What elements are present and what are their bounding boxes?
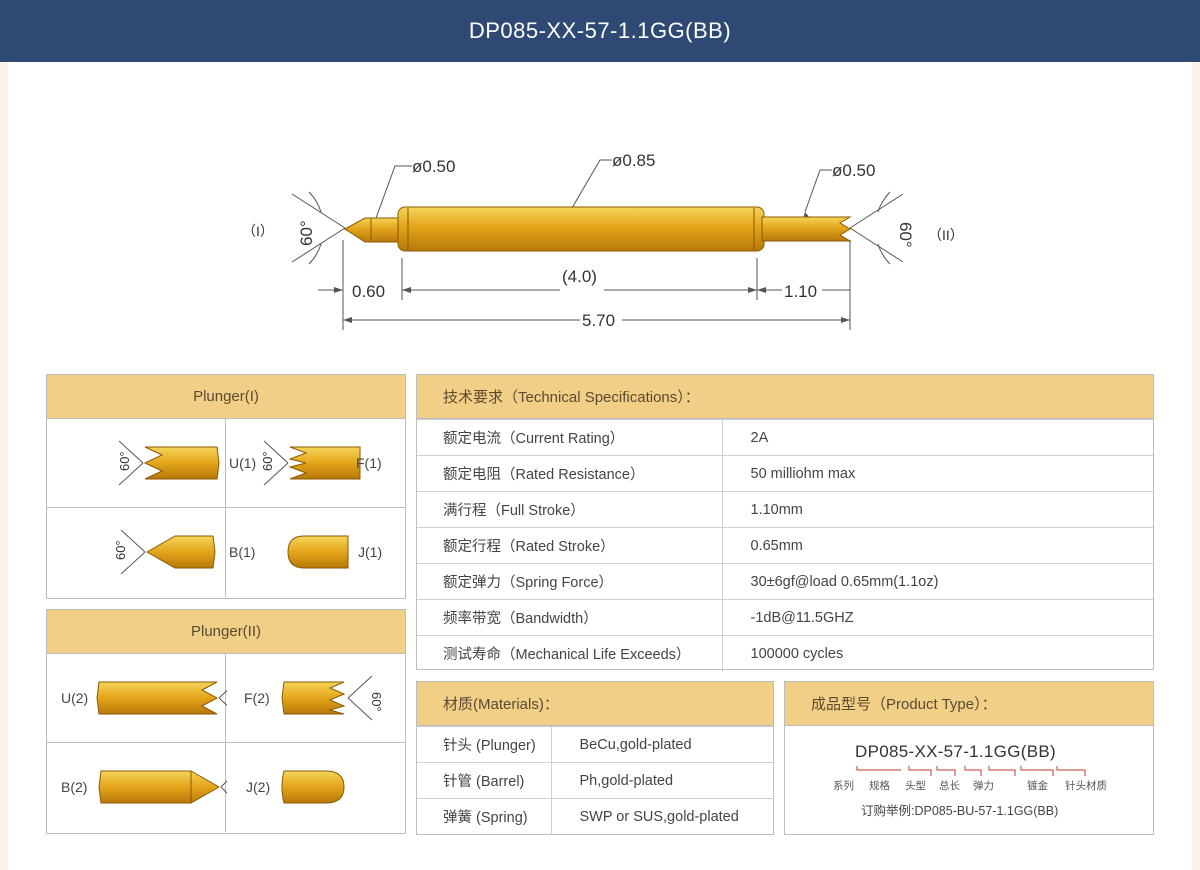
material-row: 针头 (Plunger)BeCu,gold-plated — [417, 726, 773, 763]
material-row-key: 弹簧 (Spring) — [417, 798, 552, 835]
plunger1-panel: Plunger(I) 60° U(1) 60° F(1) 60 — [46, 374, 406, 599]
plunger2-j-label: J(2) — [246, 779, 271, 795]
plunger2-grid: U(2) 60° F(2) 60° B(2) 60° — [47, 654, 405, 832]
plunger2-u-label: U(2) — [61, 690, 89, 706]
f-tip-shape: 60° — [260, 440, 361, 486]
spec-row-key: 满行程（Full Stroke） — [417, 491, 723, 528]
label-length: 总长 — [939, 780, 960, 792]
b-tip-shape: 60° — [113, 529, 216, 575]
end-right-label: （II） — [928, 227, 964, 243]
spec-row-key: 测试寿命（Mechanical Life Exceeds） — [417, 635, 723, 672]
spec-row-value: -1dB@11.5GHZ — [722, 599, 1153, 636]
svg-text:60°: 60° — [369, 692, 384, 712]
material-row-key: 针头 (Plunger) — [417, 726, 552, 763]
spec-row: 频率带宽（Bandwidth）-1dB@11.5GHZ — [417, 599, 1153, 636]
label-plating: 镀金 — [1027, 780, 1048, 792]
material-row-value: BeCu,gold-plated — [551, 726, 773, 763]
j-tip-shape — [287, 535, 349, 569]
specs-panel: 技术要求（Technical Specifications）： 额定电流（Cur… — [416, 374, 1154, 672]
plunger1-u: 60° U(1) — [47, 419, 256, 508]
body-length: (4.0) — [562, 267, 597, 286]
spec-row: 额定行程（Rated Stroke）0.65mm — [417, 527, 1153, 564]
j2-tip-shape — [281, 770, 345, 804]
spec-row: 测试寿命（Mechanical Life Exceeds）100000 cycl… — [417, 635, 1153, 672]
plunger1-u-label: U(1) — [229, 455, 257, 471]
materials-panel: 材质(Materials)： 针头 (Plunger)BeCu,gold-pla… — [416, 681, 774, 835]
spec-row-value: 1.10mm — [722, 491, 1153, 528]
plunger2-b: B(2) 60° — [47, 743, 227, 832]
plunger2-b-label: B(2) — [61, 779, 88, 795]
material-row-key: 针管 (Barrel) — [417, 762, 552, 799]
plunger2-f: F(2) 60° — [226, 654, 405, 743]
tip2-length: 1.10 — [784, 282, 817, 301]
label-series: 系列 — [833, 780, 854, 792]
spec-row-key: 额定行程（Rated Stroke） — [417, 527, 723, 564]
spec-row-value: 2A — [722, 419, 1153, 456]
spec-row-key: 额定电阻（Rated Resistance） — [417, 455, 723, 492]
f2-tip-shape: 60° — [281, 675, 384, 721]
plunger1-title: Plunger(I) — [47, 375, 405, 419]
spec-row-value: 100000 cycles — [722, 635, 1153, 672]
tip1-length: 0.60 — [352, 282, 385, 301]
plunger1-f: 60° F(1) — [226, 419, 405, 508]
tip2-diameter: ø0.50 — [832, 161, 875, 180]
spec-row: 满行程（Full Stroke）1.10mm — [417, 491, 1153, 528]
spec-row-key: 额定电流（Current Rating） — [417, 419, 723, 456]
angle-right: 60° — [896, 222, 915, 248]
label-head: 头型 — [905, 780, 926, 792]
label-force: 弹力 — [973, 780, 994, 792]
material-row: 弹簧 (Spring)SWP or SUS,gold-plated — [417, 798, 773, 835]
u-tip-shape: 60° — [117, 440, 220, 486]
tip1-diameter: ø0.50 — [412, 157, 455, 176]
spec-row-key: 频率带宽（Bandwidth） — [417, 599, 723, 636]
spec-row-value: 0.65mm — [722, 527, 1153, 564]
spec-row: 额定电阻（Rated Resistance）50 milliohm max — [417, 455, 1153, 492]
product-code: DP085-XX-57-1.1GG(BB) — [855, 742, 1056, 761]
plunger1-j-label: J(1) — [358, 544, 383, 560]
specs-title: 技术要求（Technical Specifications）： — [417, 375, 1153, 419]
label-tip-material: 针头材质 — [1065, 780, 1107, 792]
product-title: 成品型号（Product Type）： — [785, 682, 1153, 726]
svg-text:60°: 60° — [113, 540, 128, 560]
angle-left: 60° — [297, 220, 316, 246]
material-row-value: Ph,gold-plated — [551, 762, 773, 799]
plunger2-u: U(2) 60° — [47, 654, 227, 743]
product-panel: 成品型号（Product Type）： DP085-XX-57-1.1GG(BB… — [784, 681, 1154, 835]
label-spec: 规格 — [869, 780, 890, 792]
spec-row-value: 50 milliohm max — [722, 455, 1153, 492]
total-length: 5.70 — [582, 311, 615, 330]
plunger1-b: 60° B(1) — [47, 508, 255, 597]
plunger2-j: J(2) — [226, 743, 405, 832]
plunger1-j: J(1) — [226, 508, 405, 597]
plunger1-f-label: F(1) — [356, 455, 382, 471]
page-header: DP085-XX-57-1.1GG(BB) — [0, 0, 1200, 62]
svg-text:60°: 60° — [260, 451, 275, 471]
materials-title: 材质(Materials)： — [417, 682, 773, 726]
plunger2-panel: Plunger(II) U(2) 60° F(2) 60° B(2) — [46, 609, 406, 834]
spec-row: 额定弹力（Spring Force）30±6gf@load 0.65mm(1.1… — [417, 563, 1153, 600]
plunger2-title: Plunger(II) — [47, 610, 405, 654]
plunger2-f-label: F(2) — [244, 690, 270, 706]
plunger1-grid: 60° U(1) 60° F(1) 60° B(1) J(1) — [47, 419, 405, 597]
spec-row-key: 额定弹力（Spring Force） — [417, 563, 723, 600]
b2-tip-shape: 60° — [98, 770, 227, 804]
svg-text:60°: 60° — [117, 451, 132, 471]
material-row-value: SWP or SUS,gold-plated — [551, 798, 773, 835]
material-row: 针管 (Barrel)Ph,gold-plated — [417, 762, 773, 799]
plunger1-b-label: B(1) — [229, 544, 256, 560]
body-diameter: ø0.85 — [612, 151, 655, 170]
code-underlines — [856, 766, 1086, 776]
probe-drawing: ø0.50 ø0.85 ø0.50 （I） （II） 0.60 (4.0) 1.… — [242, 151, 964, 330]
end-left-label: （I） — [242, 223, 274, 239]
u2-tip-shape: 60° — [96, 681, 227, 715]
page-title: DP085-XX-57-1.1GG(BB) — [468, 18, 732, 43]
spec-row: 额定电流（Current Rating）2A — [417, 419, 1153, 456]
spec-row-value: 30±6gf@load 0.65mm(1.1oz) — [722, 563, 1153, 600]
order-example: 订购举例:DP085-BU-57-1.1GG(BB) — [861, 804, 1059, 818]
